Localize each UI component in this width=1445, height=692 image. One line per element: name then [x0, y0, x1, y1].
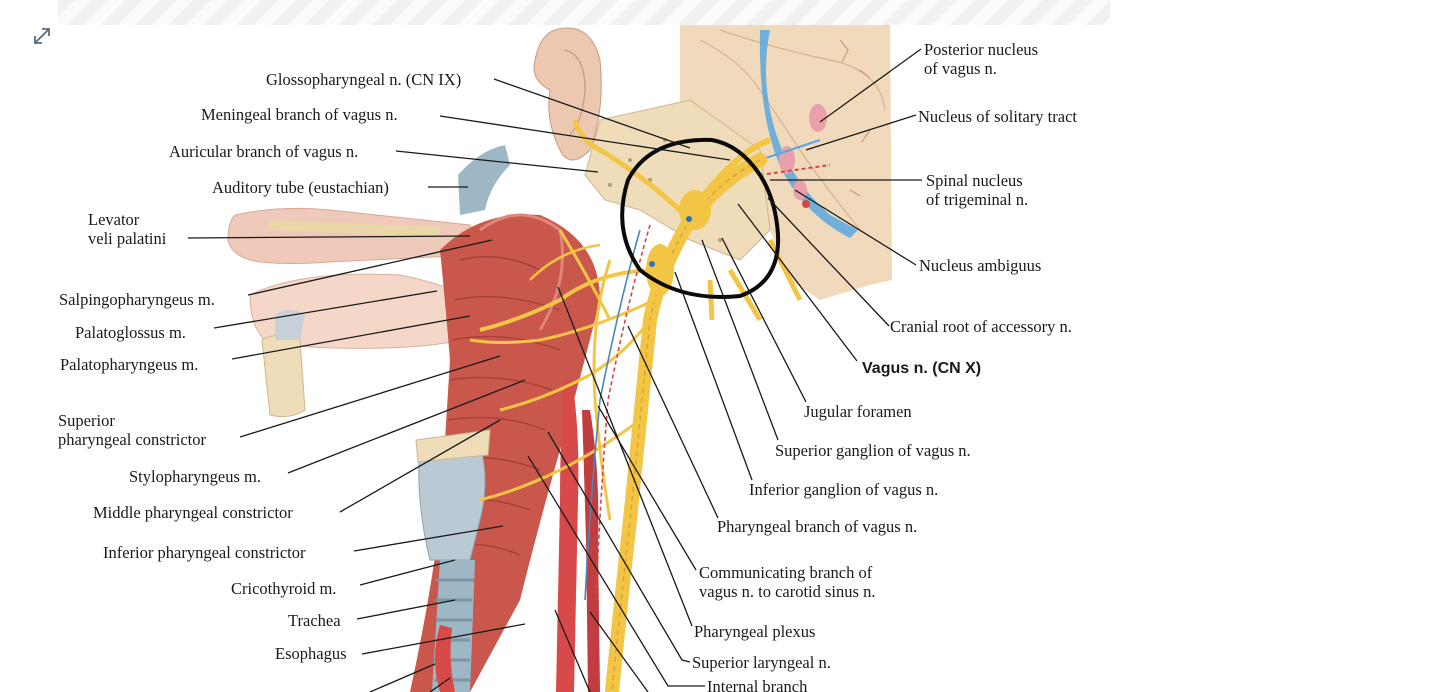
- leader-lines: [187, 48, 922, 692]
- expand-icon: [34, 28, 50, 44]
- carotid-arteries: [435, 380, 600, 692]
- label-nucleus-ambiguus: Nucleus ambiguus: [919, 256, 1041, 275]
- label-spinal-nucleus-line2: of trigeminal n.: [926, 190, 1028, 209]
- label-spinal-nucleus-line1: Spinal nucleus: [926, 171, 1023, 190]
- ear: [533, 27, 602, 161]
- label-vagus-nerve: Vagus n. (CN X): [862, 360, 981, 377]
- brainstem-section: [680, 25, 892, 300]
- label-cranial-root: Cranial root of accessory n.: [890, 317, 1072, 336]
- label-meningeal-branch: Meningeal branch of vagus n.: [201, 105, 398, 124]
- label-palatopharyngeus: Palatopharyngeus m.: [60, 355, 198, 374]
- label-cricothyroid: Cricothyroid m.: [231, 579, 336, 598]
- posterior-nucleus-of-vagus: [809, 104, 827, 132]
- label-esophagus: Esophagus: [275, 644, 347, 663]
- label-solitary-tract: Nucleus of solitary tract: [918, 107, 1077, 126]
- label-internal-branch: Internal branch: [707, 677, 808, 692]
- label-posterior-nucleus-line2: of vagus n.: [924, 59, 997, 78]
- label-pharyngeal-plexus: Pharyngeal plexus: [694, 622, 815, 641]
- label-glossopharyngeal: Glossopharyngeal n. (CN IX): [266, 70, 461, 89]
- label-superior-constrictor-line2: pharyngeal constrictor: [58, 430, 206, 449]
- label-palatoglossus: Palatoglossus m.: [75, 323, 186, 342]
- label-salpingopharyngeus: Salpingopharyngeus m.: [59, 290, 215, 309]
- label-communicating-branch-line2: vagus n. to carotid sinus n.: [699, 582, 875, 601]
- image-header-stripe: [58, 0, 1110, 25]
- label-superior-laryngeal: Superior laryngeal n.: [692, 653, 831, 672]
- expand-image-button[interactable]: [28, 22, 56, 50]
- label-stylopharyngeus: Stylopharyngeus m.: [129, 467, 261, 486]
- label-posterior-nucleus-line1: Posterior nucleus: [924, 40, 1038, 59]
- label-auditory-tube: Auditory tube (eustachian): [212, 178, 389, 197]
- label-middle-constrictor: Middle pharyngeal constrictor: [93, 503, 293, 522]
- label-levator-line1: Levator: [88, 210, 140, 229]
- label-jugular-foramen: Jugular foramen: [804, 402, 912, 421]
- label-inferior-ganglion: Inferior ganglion of vagus n.: [749, 480, 938, 499]
- label-superior-ganglion: Superior ganglion of vagus n.: [775, 441, 971, 460]
- label-auricular-branch: Auricular branch of vagus n.: [169, 142, 358, 161]
- label-superior-constrictor-line1: Superior: [58, 411, 115, 430]
- auditory-tube: [458, 145, 510, 215]
- label-pharyngeal-branch: Pharyngeal branch of vagus n.: [717, 517, 917, 536]
- label-trachea: Trachea: [288, 611, 341, 630]
- fourth-ventricle: [759, 30, 858, 238]
- label-communicating-branch-line1: Communicating branch of: [699, 563, 873, 582]
- larynx-trachea: [415, 429, 491, 692]
- palate-and-jaw: [227, 207, 476, 418]
- left-labels: Glossopharyngeal n. (CN IX) Meningeal br…: [58, 70, 461, 663]
- right-labels: Posterior nucleus of vagus n. Nucleus of…: [692, 40, 1077, 692]
- label-inferior-constrictor: Inferior pharyngeal constrictor: [103, 543, 306, 562]
- label-levator-line2: veli palatini: [88, 229, 167, 248]
